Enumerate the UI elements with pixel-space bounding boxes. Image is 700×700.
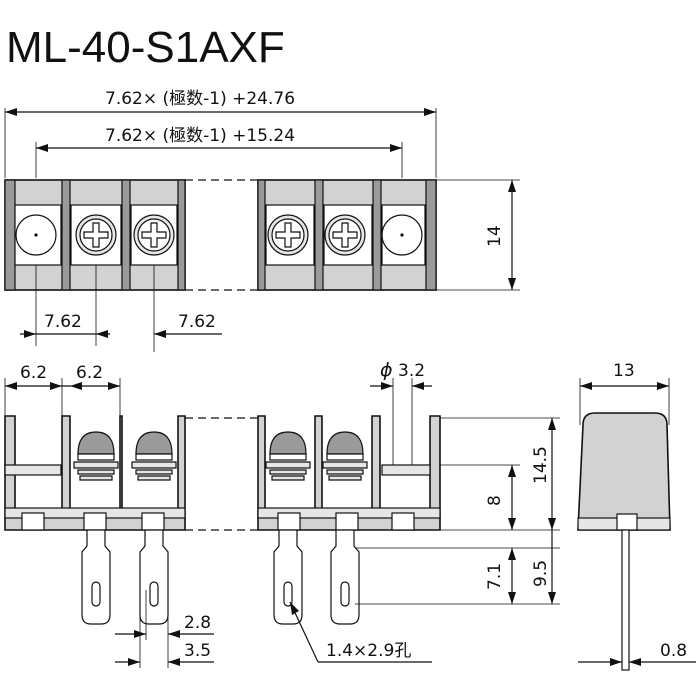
wall-left-label: 6.2 (20, 363, 47, 383)
pin-width-label: 2.8 (184, 613, 211, 633)
pin-to-hole-label: 7.1 (485, 563, 505, 590)
hole-diameter-label: 3.2 (398, 361, 425, 381)
total-height-label: 14.5 (531, 446, 551, 484)
side-width-label: 13 (613, 361, 635, 381)
pin-length-label: 9.5 (531, 560, 551, 587)
pin-pitch-label: 3.5 (184, 641, 211, 661)
height-14-label: 14 (485, 225, 505, 247)
pitch-left-label: 7.62 (44, 312, 82, 332)
overall-width-label: 7.62× (極数-1) +24.76 (105, 89, 295, 109)
side-view: 13 0.8 (577, 361, 696, 671)
pitch-span-label: 7.62× (極数-1) +15.24 (105, 126, 295, 146)
page-title: ML-40-S1AXF (6, 23, 285, 72)
front-view: 6.2 6.2 ϕ 3.2 (4, 359, 560, 668)
top-view: 7.62× (極数-1) +24.76 7.62× (極数-1) +15.24 (4, 89, 520, 352)
lower-height-label: 8 (485, 495, 505, 506)
pitch-right-label: 7.62 (178, 312, 216, 332)
pin-thickness-label: 0.8 (660, 641, 687, 661)
wall-right-label: 6.2 (76, 363, 103, 383)
phi-symbol: ϕ (380, 359, 393, 381)
slot-hole-label: 1.4×2.9孔 (326, 641, 411, 661)
